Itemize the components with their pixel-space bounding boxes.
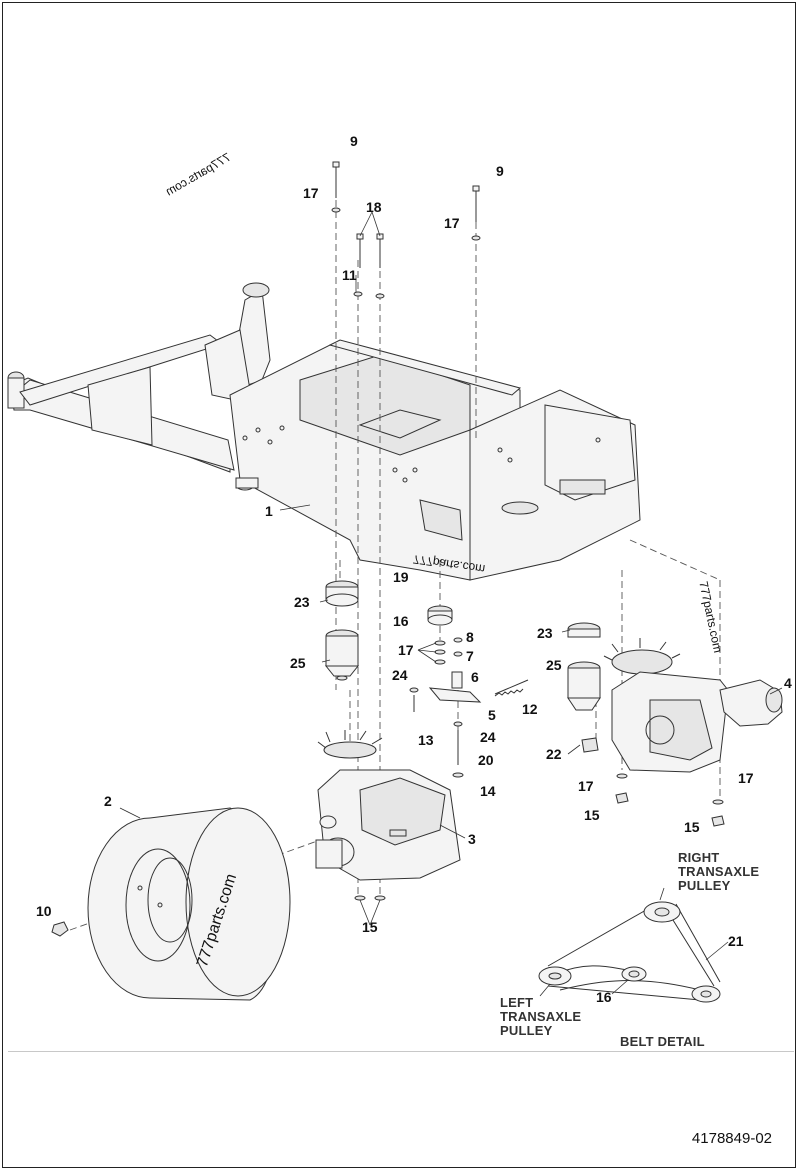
callout-18: 18: [366, 199, 382, 215]
callout-24: 24: [480, 729, 496, 745]
left-pulley-caption: LEFT TRANSAXLE PULLEY: [500, 995, 582, 1038]
rear-wheel-drawing: [51, 807, 291, 1001]
document-number: 4178849-02: [691, 1130, 772, 1147]
right-pulley-caption: RIGHT TRANSAXLE PULLEY: [678, 850, 760, 893]
leader-lines: [119, 211, 783, 997]
right-transaxle-drawing: [567, 622, 783, 827]
callout-6: 6: [471, 669, 479, 685]
callout-25: 25: [546, 657, 562, 673]
callout-15: 15: [684, 819, 700, 835]
callout-22: 22: [546, 746, 562, 762]
callout-19: 19: [393, 569, 409, 585]
callout-17: 17: [578, 778, 594, 794]
callout-15: 15: [362, 919, 378, 935]
callout-21: 21: [728, 933, 744, 949]
callout-24: 24: [392, 667, 408, 683]
callout-9: 9: [350, 133, 358, 149]
callout-15: 15: [584, 807, 600, 823]
belt-detail-drawing: [538, 901, 721, 1003]
callout-12: 12: [522, 701, 538, 717]
callout-13: 13: [418, 732, 434, 748]
left-filter-assembly: [324, 580, 360, 681]
callout-1: 1: [265, 503, 273, 519]
callout-17: 17: [444, 215, 460, 231]
footer-divider: [8, 1051, 794, 1052]
belt-detail-caption: BELT DETAIL: [620, 1034, 705, 1049]
callout-5: 5: [488, 707, 496, 723]
hardware-top: [331, 161, 481, 299]
main-frame-drawing: [7, 282, 641, 581]
callout-17: 17: [738, 770, 754, 786]
callout-2: 2: [104, 793, 112, 809]
callout-9: 9: [496, 163, 504, 179]
callout-8: 8: [466, 629, 474, 645]
callout-23: 23: [537, 625, 553, 641]
idler-assembly: [409, 605, 529, 778]
callout-10: 10: [36, 903, 52, 919]
callout-17: 17: [303, 185, 319, 201]
callout-4: 4: [784, 675, 792, 691]
callout-16: 16: [393, 613, 409, 629]
callout-16: 16: [596, 989, 612, 1005]
callout-3: 3: [468, 831, 476, 847]
callout-17: 17: [398, 642, 414, 658]
left-transaxle-drawing: [315, 730, 461, 901]
callout-14: 14: [480, 783, 496, 799]
callout-23: 23: [294, 594, 310, 610]
callout-20: 20: [478, 752, 494, 768]
callout-11: 11: [342, 267, 357, 283]
callout-7: 7: [466, 648, 474, 664]
callout-25: 25: [290, 655, 306, 671]
